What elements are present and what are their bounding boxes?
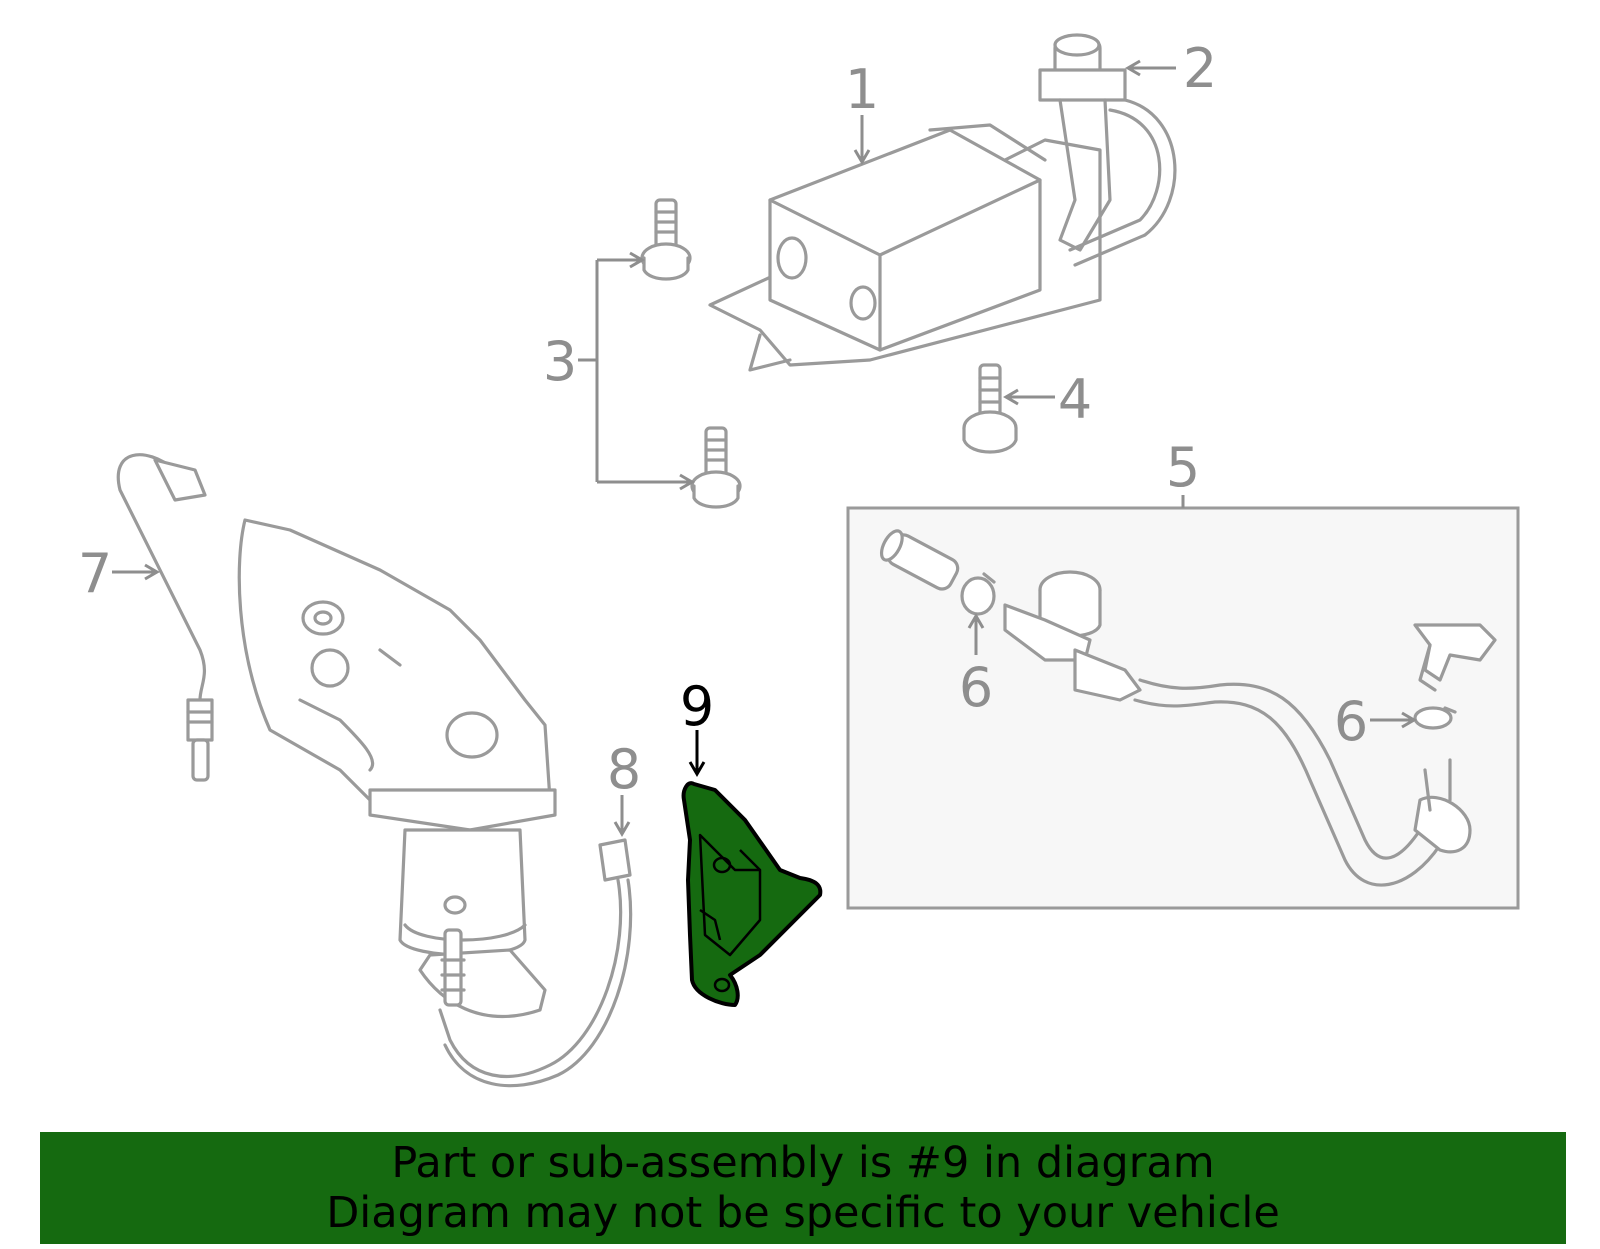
part-8-oxygen-sensor [438,838,633,1088]
banner-line-1: Part or sub-assembly is #9 in diagram [391,1138,1215,1188]
leader-lines [112,59,1417,837]
callout-8: 8 [607,738,641,801]
part-2-valve [1038,33,1177,267]
callout-2: 2 [1183,37,1217,100]
callout-6b: 6 [1334,690,1368,753]
callout-9: 9 [680,675,714,738]
leader-4-arrow [1003,388,1019,406]
callout-6a: 6 [959,656,993,719]
leader-3 [578,258,690,484]
callout-3: 3 [543,330,577,393]
leader-2-arrow [1125,59,1141,77]
leader-1-arrow [853,149,871,165]
leader-9-arrow [688,761,706,777]
part-7-oxygen-sensor [116,453,214,782]
part-4-bolt [962,363,1018,454]
part-3-bolts [640,198,742,509]
part-1-canister [708,123,1102,372]
callout-numbers: 1 2 3 4 5 6 6 7 8 9 [78,37,1368,801]
banner-line-2: Diagram may not be specific to your vehi… [326,1188,1280,1238]
leader-6a-arrow [967,613,985,629]
leader-6b-arrow [1401,711,1417,729]
leader-3-arrow-top [629,251,645,269]
leader-7-arrow [144,563,160,581]
part-5-hose-assembly [846,506,1520,910]
callout-5: 5 [1166,436,1200,499]
callout-7: 7 [78,542,112,605]
leader-8-arrow [613,821,631,837]
callout-1: 1 [845,58,879,121]
exhaust-manifold [237,518,557,1019]
callout-4: 4 [1058,368,1092,431]
info-banner: Part or sub-assembly is #9 in diagram Di… [40,1132,1566,1244]
part-9-heat-shield [681,781,823,1007]
part-6-clamps [960,572,1457,730]
leader-3-arrow-bottom [679,473,695,491]
